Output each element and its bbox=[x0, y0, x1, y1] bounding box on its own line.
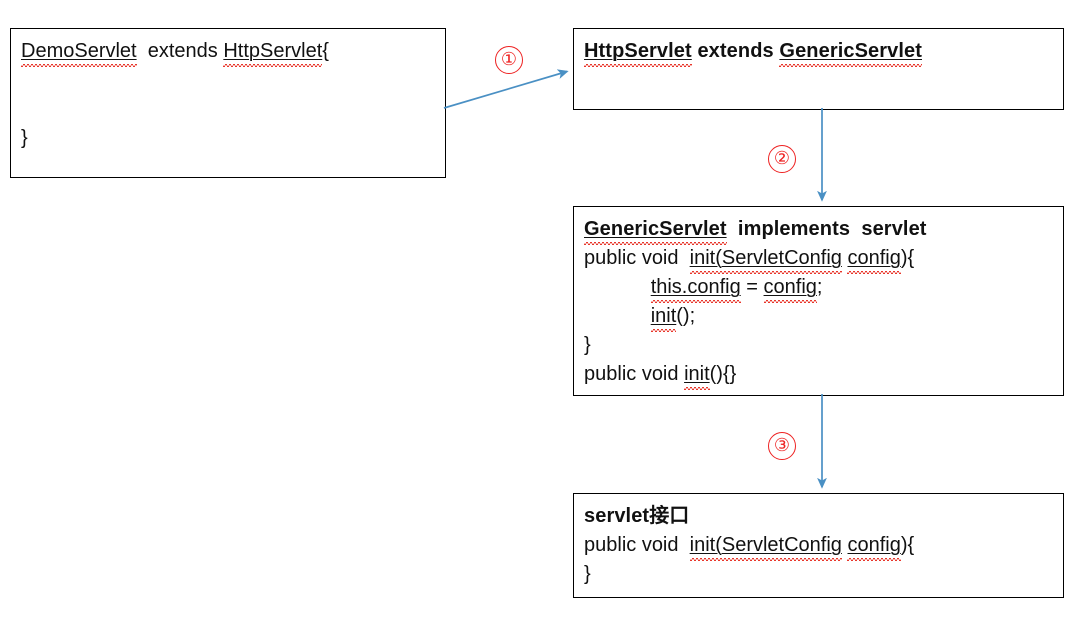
arrow-http-to-generic bbox=[817, 108, 827, 202]
code-line-blank bbox=[21, 66, 445, 95]
code-line: public void init(ServletConfig config){ bbox=[584, 531, 1063, 561]
code-line: } bbox=[584, 563, 591, 585]
step-marker-3: ③ bbox=[768, 432, 796, 460]
code-line: public void init(){} bbox=[584, 360, 1063, 390]
code-line: } bbox=[21, 127, 28, 149]
step-marker-1: ① bbox=[495, 46, 523, 74]
code-line-blank bbox=[21, 95, 445, 124]
code-line: GenericServlet implements servlet bbox=[584, 215, 1063, 245]
code-line: servlet接口 bbox=[584, 505, 690, 527]
box-servlet-interface[interactable]: servlet接口 public void init(ServletConfig… bbox=[573, 493, 1064, 598]
arrow-generic-to-servlet bbox=[817, 394, 827, 489]
code-line: public void init(ServletConfig config){ bbox=[584, 244, 1063, 274]
box-demo-servlet[interactable]: DemoServlet extends HttpServlet{ } bbox=[10, 28, 446, 178]
code-line: DemoServlet extends HttpServlet{ bbox=[21, 37, 445, 67]
code-line: } bbox=[584, 334, 591, 356]
code-line: HttpServlet extends GenericServlet bbox=[584, 37, 1063, 67]
code-line: init(); bbox=[584, 302, 1063, 332]
box-http-servlet[interactable]: HttpServlet extends GenericServlet bbox=[573, 28, 1064, 110]
step-marker-2: ② bbox=[768, 145, 796, 173]
code-line: this.config = config; bbox=[584, 273, 1063, 303]
arrow-demo-to-http bbox=[443, 69, 569, 109]
box-generic-servlet[interactable]: GenericServlet implements servlet public… bbox=[573, 206, 1064, 396]
